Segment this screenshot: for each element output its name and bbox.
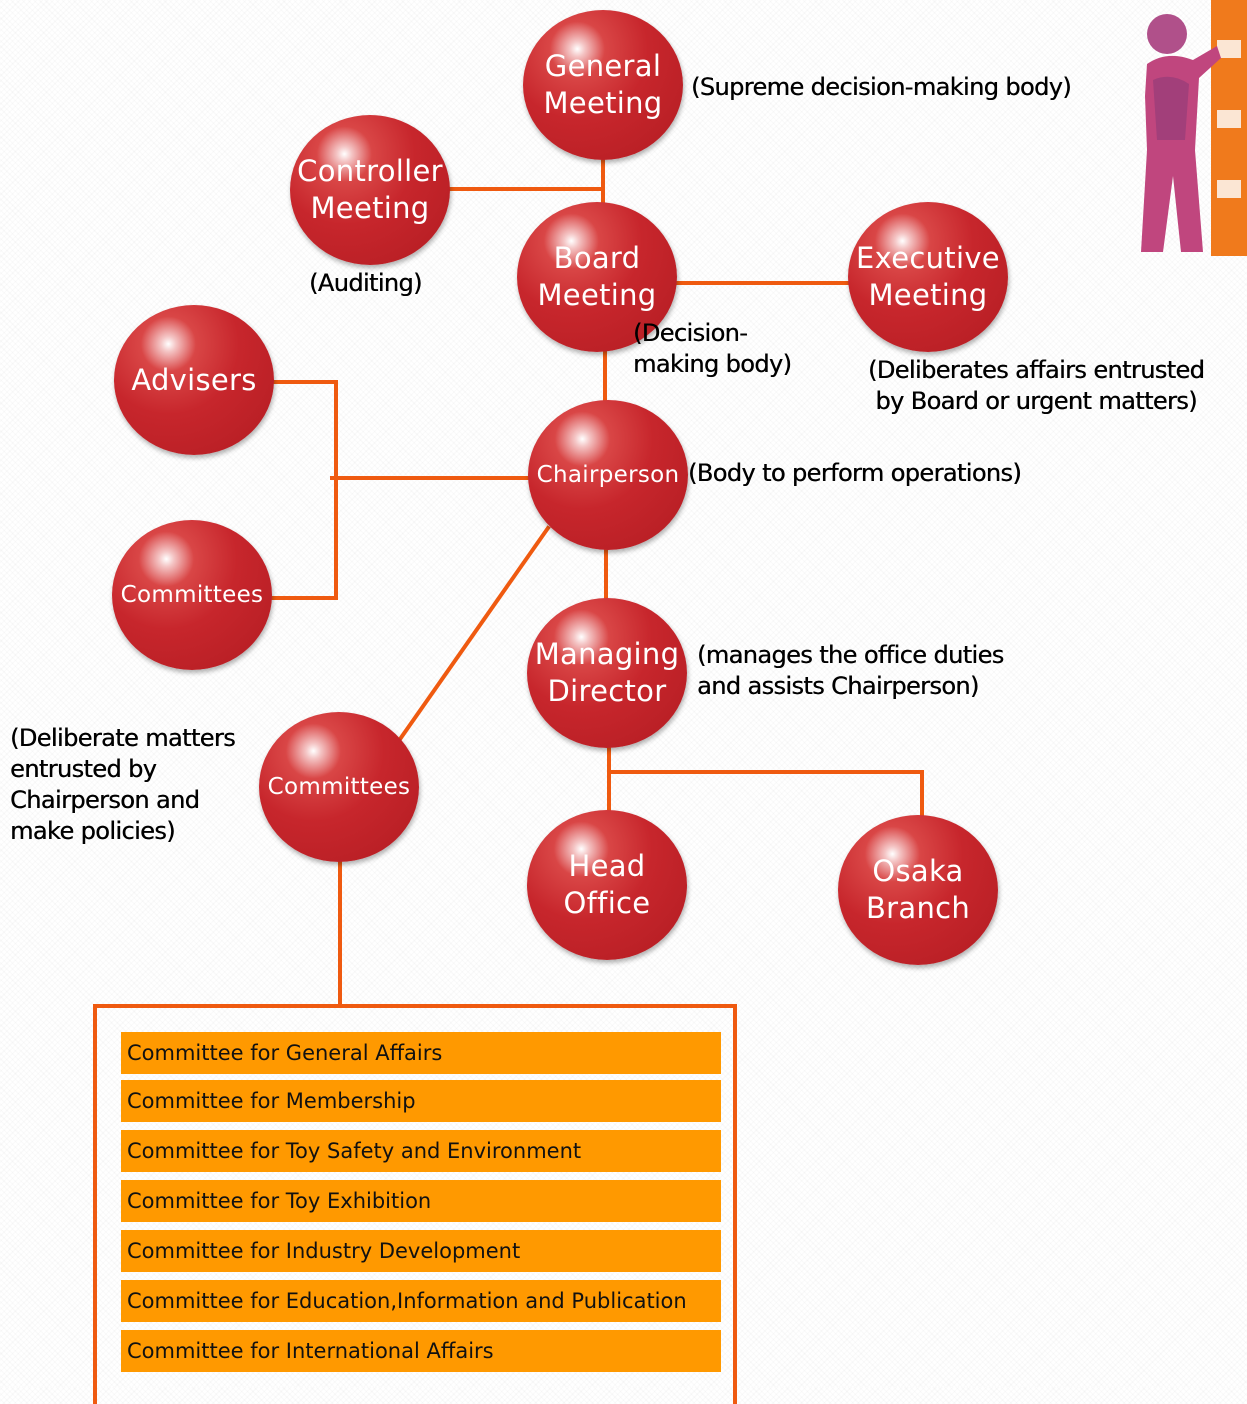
committees-lower-node: Committees: [259, 712, 419, 862]
committees-upper-node: Committees: [112, 520, 272, 670]
osaka-branch-node: Osaka Branch: [838, 815, 998, 965]
chairperson-node: Chairperson: [528, 400, 688, 550]
committee-list-item: Committee for Toy Exhibition: [121, 1180, 721, 1222]
managing-director-note: (manages the office duties and assists C…: [697, 641, 1004, 700]
executive-meeting-node: Executive Meeting: [848, 202, 1008, 352]
head-office-node: Head Office: [527, 810, 687, 960]
general-meeting-node: General Meeting: [523, 10, 683, 160]
general-meeting-note: (Supreme decision-making body): [691, 73, 1072, 101]
controller-meeting-note: (Auditing): [309, 269, 422, 297]
committee-list-item: Committee for Toy Safety and Environment: [121, 1130, 721, 1172]
committee-list-panel: Committee for General Affairs Committee …: [93, 1004, 737, 1404]
controller-meeting-node: Controller Meeting: [290, 115, 450, 265]
committee-list-item: Committee for General Affairs: [121, 1032, 721, 1074]
child-figure-image: [1141, 0, 1247, 256]
chairperson-note: (Body to perform operations): [688, 459, 1022, 487]
committee-list-item: Committee for International Affairs: [121, 1330, 721, 1372]
managing-director-node: Managing Director: [527, 598, 687, 748]
board-meeting-note: (Decision- making body): [633, 319, 792, 378]
committee-list-item: Committee for Industry Development: [121, 1230, 721, 1272]
committee-list-item: Committee for Education,Information and …: [121, 1280, 721, 1322]
committee-list-item: Committee for Membership: [121, 1080, 721, 1122]
board-meeting-node: Board Meeting: [517, 202, 677, 352]
executive-meeting-note: (Deliberates affairs entrusted by Board …: [868, 356, 1205, 415]
committees-lower-note: (Deliberate matters entrusted by Chairpe…: [10, 724, 236, 845]
advisers-node: Advisers: [114, 305, 274, 455]
